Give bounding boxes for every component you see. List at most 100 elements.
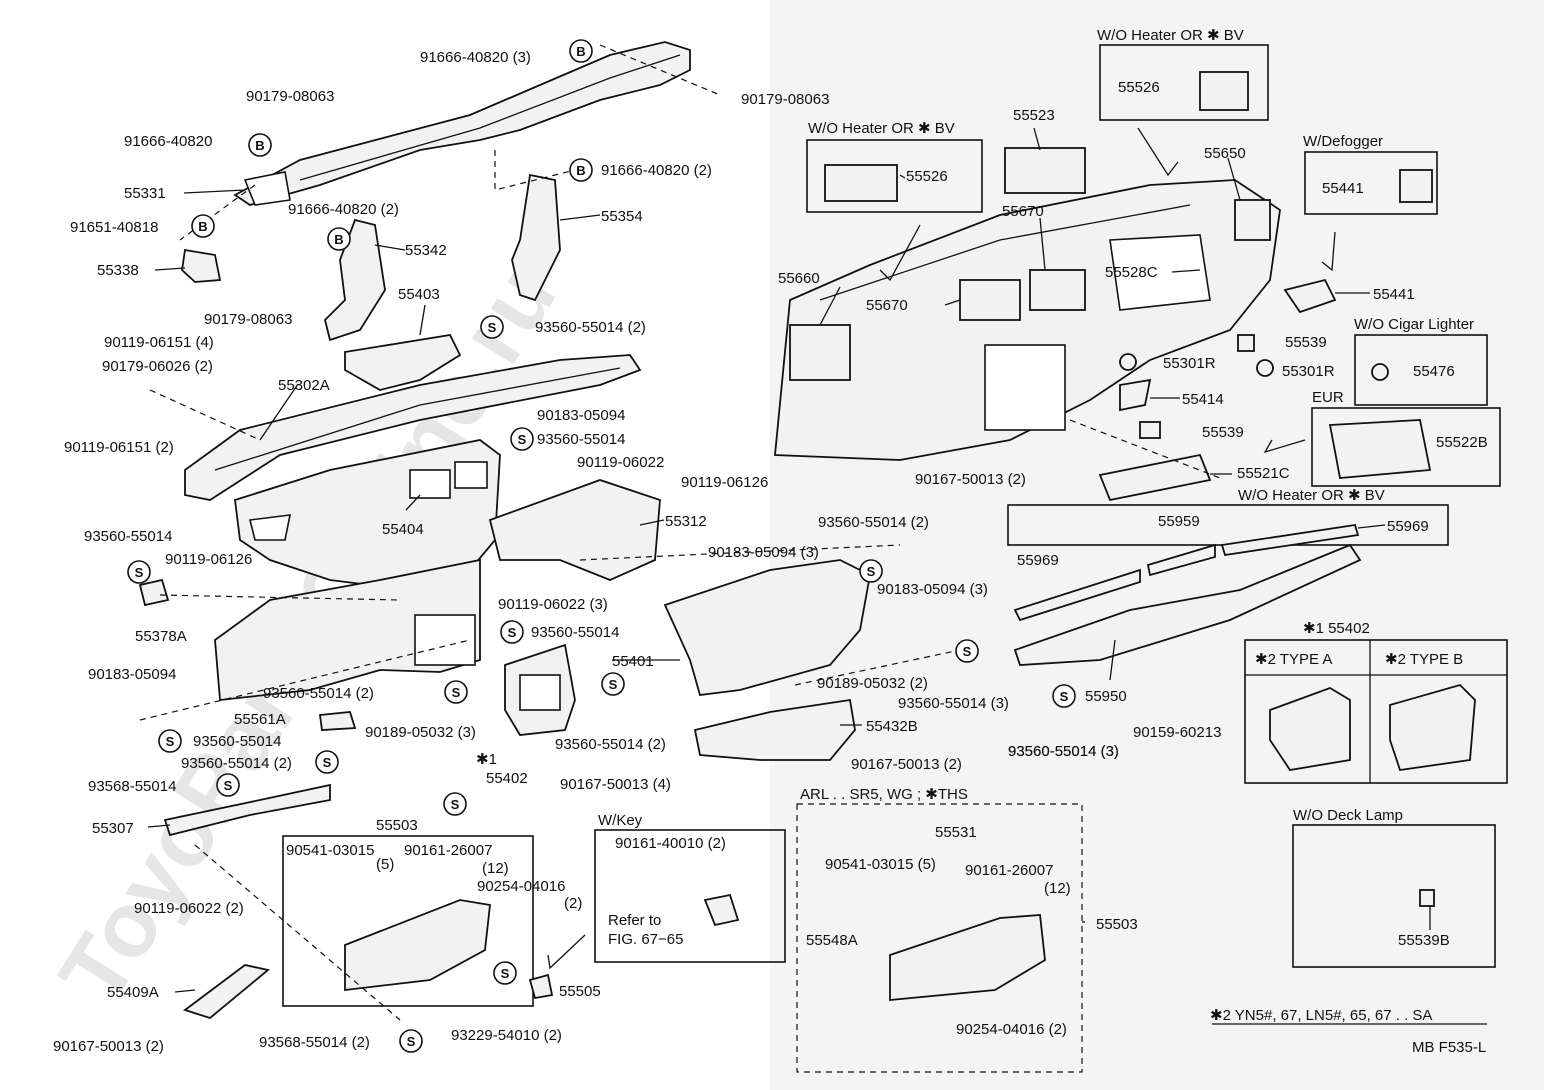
part-label: 90119-06151 (2) <box>64 439 174 456</box>
arrow-1 <box>879 224 921 282</box>
part-label: 91666-40820 (2) <box>601 162 712 179</box>
s-symbol-4 <box>859 559 883 583</box>
plug-55476 <box>1371 363 1389 381</box>
bezel-55402 <box>504 643 576 736</box>
part-label: 90189-05032 (3) <box>365 724 476 741</box>
svg-text:S: S <box>452 685 461 700</box>
part-labels: 91666-40820 (3) 90179-08063 90179-08063 … <box>53 49 1488 1055</box>
s-symbol-12 <box>216 773 240 797</box>
part-label: 55402 <box>486 770 528 787</box>
svg-text:S: S <box>323 755 332 770</box>
dashboard-right <box>774 179 1281 461</box>
wo-cigar-lighter-header: W/O Cigar Lighter <box>1354 316 1474 333</box>
part-label: 90119-06126 <box>681 474 768 491</box>
bracket-55378a <box>138 578 170 607</box>
part-label: 93229-54010 (2) <box>451 1027 562 1044</box>
part-label: 55301R <box>1163 355 1216 372</box>
part-label: 55401 <box>612 653 654 670</box>
lock-55505 <box>528 973 554 1000</box>
part-label: 55441 <box>1373 286 1415 303</box>
part-label: 93560-55014 <box>537 431 625 448</box>
part-label: 55378A <box>135 628 187 645</box>
part-label: 90119-06022 (3) <box>498 596 608 613</box>
part-label: 90189-05032 (2) <box>817 675 928 692</box>
b-symbol-5 <box>327 227 351 251</box>
part-label: 55660 <box>778 270 820 287</box>
part-label: 55539 <box>1202 424 1244 441</box>
vent-55670-a <box>959 279 1021 321</box>
glovebox-55503-left <box>282 835 534 1007</box>
part-label: 55307 <box>92 820 134 837</box>
part-label: 55539B <box>1398 932 1450 949</box>
part-label: 55522B <box>1436 434 1488 451</box>
svg-text:B: B <box>576 44 585 59</box>
part-label: 55528C <box>1105 264 1158 281</box>
part-label: ✱1 <box>476 751 497 768</box>
bracket-55561a <box>318 711 357 731</box>
part-label: 55548A <box>806 932 858 949</box>
part-label: 55342 <box>405 242 447 259</box>
part-label: 90541-03015 (5) <box>825 856 936 873</box>
vent-55670-b <box>1029 269 1086 311</box>
type-a-bezel <box>1269 687 1351 771</box>
part-label: 90183-05094 (3) <box>708 544 819 561</box>
part-label: 55403 <box>398 286 440 303</box>
part-label: 93560-55014 (2) <box>555 736 666 753</box>
svg-text:B: B <box>334 232 343 247</box>
part-label: 93560-55014 (2) <box>181 755 292 772</box>
part-label: 55539 <box>1285 334 1327 351</box>
vent-55409a <box>183 964 270 1020</box>
part-label: 90161-26007 <box>404 842 492 859</box>
part-label: 55531 <box>935 824 977 841</box>
s-symbol-7 <box>444 680 468 704</box>
part-label: 55969 <box>1017 552 1059 569</box>
svg-text:B: B <box>255 138 264 153</box>
part-label: 90161-40010 (2) <box>615 835 726 852</box>
plug-55539-b <box>1139 421 1161 439</box>
bracket-55338 <box>181 248 222 283</box>
part-label: 55503 <box>1096 916 1138 933</box>
part-label: 55331 <box>124 185 166 202</box>
svg-text:S: S <box>963 644 972 659</box>
wo-heater-box-left <box>806 139 983 213</box>
part-label: 90167-50013 (2) <box>915 471 1026 488</box>
part-label: 91651-40818 <box>70 219 158 236</box>
s-symbol-14 <box>493 961 517 985</box>
svg-text:S: S <box>501 966 510 981</box>
part-label: 93560-55014 (2) <box>818 514 929 531</box>
s-symbol-10 <box>158 729 182 753</box>
part-label: 55409A <box>107 984 159 1001</box>
lower-frame <box>214 558 481 701</box>
part-label: 91666-40820 <box>124 133 212 150</box>
part-label: 55302A <box>278 377 330 394</box>
s-symbol-5 <box>500 620 524 644</box>
svg-text:S: S <box>407 1034 416 1049</box>
arrow-5 <box>547 934 586 970</box>
part-label: (12) <box>1044 880 1071 897</box>
part-label: 90119-06126 <box>165 551 252 568</box>
part-label: 55312 <box>665 513 707 530</box>
leader-lines <box>147 127 1431 993</box>
type-b-label: ✱2 TYPE B <box>1385 651 1463 668</box>
vent-55526-left <box>824 164 898 202</box>
section-headers: W/O Heater OR ✱ BV W/O Heater OR ✱ BV W/… <box>598 27 1486 1056</box>
garnish-55950 <box>1013 543 1362 666</box>
trim-55969-left <box>1013 568 1141 622</box>
arrow-4 <box>1263 439 1306 454</box>
part-label: 90183-05094 (3) <box>877 581 988 598</box>
part-label: 90254-04016 <box>477 878 565 895</box>
s-symbol-11 <box>315 750 339 774</box>
s-symbol-8 <box>601 672 625 696</box>
s-symbol-15 <box>399 1029 423 1053</box>
part-label: 55338 <box>97 262 139 279</box>
part-label: 90159-60213 <box>1133 724 1221 741</box>
part-label: 55670 <box>866 297 908 314</box>
w-key-box <box>594 829 786 963</box>
part-label: 55526 <box>1118 79 1160 96</box>
part-label: 93560-55014 (2) <box>263 685 374 702</box>
part-label: 93560-55014 <box>84 528 172 545</box>
switch-55441-defogger <box>1399 169 1433 203</box>
part-label: 91666-40820 (3) <box>420 49 531 66</box>
part-label: 90167-50013 (2) <box>851 756 962 773</box>
